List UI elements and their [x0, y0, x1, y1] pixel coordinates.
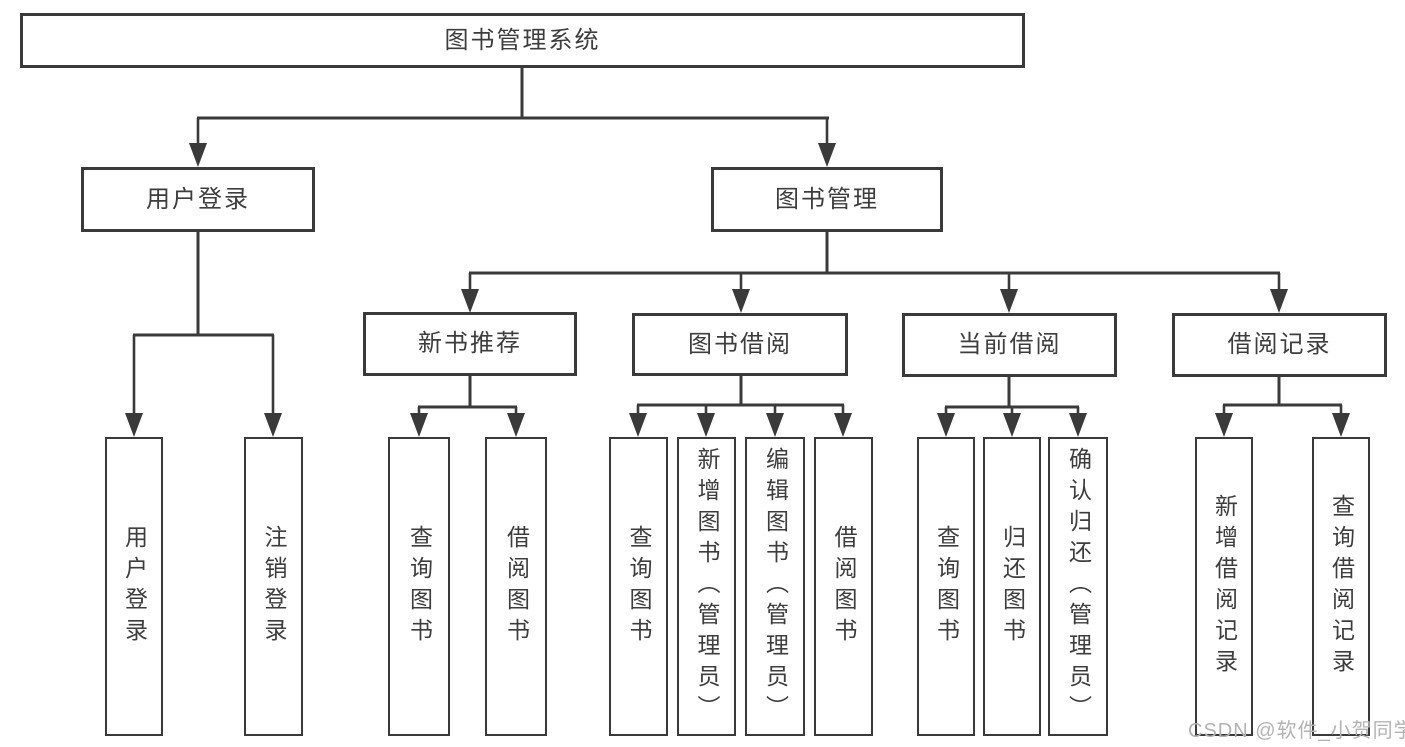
node-add-books-admin: 新增图书（管理员）: [677, 437, 736, 736]
connector-current-borrow: [945, 376, 1079, 409]
arrowhead-icon: [189, 143, 207, 167]
connector-root: [197, 66, 829, 120]
arrowhead-icon: [697, 413, 715, 437]
connector-borrow-records: [1223, 376, 1342, 407]
node-query-books-recommend: 查询图书: [388, 437, 450, 736]
arrowhead-icon: [818, 143, 836, 167]
node-query-books-current: 查询图书: [917, 437, 975, 736]
arrowhead-icon: [1332, 413, 1350, 437]
node-borrow-books-leaf: 借阅图书: [814, 437, 873, 736]
connector-new-book-recommend: [418, 375, 517, 409]
node-book-borrow: 图书借阅: [632, 313, 848, 376]
arrowhead-icon: [410, 413, 428, 437]
arrowhead-icon: [937, 413, 955, 437]
connector-user-login: [133, 231, 274, 337]
arrowhead-icon: [1000, 289, 1018, 313]
node-edit-books-admin: 编辑图书（管理员）: [745, 437, 805, 736]
node-borrow-books-recommend: 借阅图书: [485, 437, 547, 736]
arrowhead-icon: [264, 413, 282, 437]
node-confirm-return-admin: 确认归还（管理员）: [1048, 437, 1108, 736]
node-add-borrow-record: 新增借阅记录: [1195, 437, 1253, 736]
connector-book-management: [469, 231, 1280, 275]
node-current-borrow: 当前借阅: [902, 313, 1117, 377]
node-query-borrow-record: 查询借阅记录: [1312, 437, 1370, 736]
node-book-management-module: 图书管理: [711, 167, 943, 232]
arrowhead-icon: [1215, 413, 1233, 437]
arrowhead-icon: [125, 413, 143, 437]
arrowhead-icon: [629, 413, 647, 437]
node-return-books: 归还图书: [983, 437, 1041, 736]
node-user-login-leaf: 用户登录: [105, 437, 163, 736]
node-borrow-records: 借阅记录: [1172, 313, 1387, 377]
arrowhead-icon: [1270, 289, 1288, 313]
connector-arrows: [125, 118, 1350, 437]
arrowhead-icon: [834, 413, 852, 437]
node-user-login-module: 用户登录: [81, 167, 315, 232]
watermark: CSDN @软件_小贺同学: [1188, 720, 1405, 742]
arrowhead-icon: [1069, 413, 1087, 437]
arrowhead-icon: [461, 289, 479, 313]
arrowhead-icon: [507, 413, 525, 437]
arrowhead-icon: [1003, 413, 1021, 437]
arrowhead-icon: [766, 413, 784, 437]
node-query-books-borrow: 查询图书: [609, 437, 668, 736]
connector-book-borrow: [637, 375, 844, 407]
node-new-book-recommend: 新书推荐: [363, 312, 577, 376]
arrowhead-icon: [732, 289, 750, 313]
node-logout-leaf: 注销登录: [244, 437, 303, 736]
node-library-management-system: 图书管理系统: [20, 13, 1025, 68]
